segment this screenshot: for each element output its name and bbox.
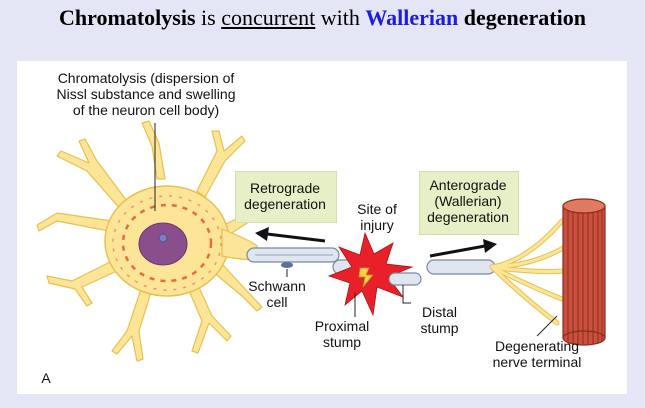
leader-lines: [154, 123, 558, 337]
title-degeneration: degeneration: [458, 5, 586, 30]
nucleus: [138, 222, 188, 266]
title-wallerian: Wallerian: [365, 5, 459, 30]
retrograde-arrow: [255, 227, 326, 243]
site-of-injury-label: Site of injury: [357, 201, 397, 233]
distal-stump-label: Distal stump: [420, 304, 459, 336]
page-title: Chromatolysis is concurrent with Walleri…: [0, 5, 645, 31]
anterograde-arrow: [429, 239, 497, 258]
injury-spark-icon: [358, 267, 374, 288]
anterograde-label: Anterograde (Wallerian) degeneration: [427, 177, 509, 225]
neuron-injury-diagram: [36, 120, 606, 362]
title-concurrent: concurrent: [221, 5, 316, 30]
anterograde-box: [419, 171, 519, 235]
degenerating-terminal-label: Degenerating nerve terminal: [492, 338, 582, 370]
schwann-cell-sheath-2: [426, 259, 496, 275]
site-of-injury-icon: [327, 231, 414, 317]
chromatolysis-label: Chromatolysis (dispersion of Nissl subst…: [56, 70, 236, 118]
schwann-cell-label: Schwann cell: [248, 278, 306, 310]
muscle-fiber: [562, 198, 606, 346]
title-with: with: [315, 5, 366, 30]
distal-stump-segment: [388, 272, 422, 286]
diagram-panel: Chromatolysis (dispersion of Nissl subst…: [17, 61, 627, 394]
title-is: is: [195, 5, 222, 30]
title-chromatolysis: Chromatolysis: [59, 5, 196, 30]
panel-letter: A: [41, 370, 51, 386]
retrograde-box: [235, 171, 337, 223]
dendrites: [36, 120, 273, 362]
schwann-cell-nucleus: [281, 262, 293, 268]
proximal-stump-label: Proximal stump: [314, 318, 370, 350]
retrograde-label: Retrograde degeneration: [244, 180, 326, 212]
nucleolus: [158, 233, 168, 243]
nissl-substance: [121, 203, 213, 283]
